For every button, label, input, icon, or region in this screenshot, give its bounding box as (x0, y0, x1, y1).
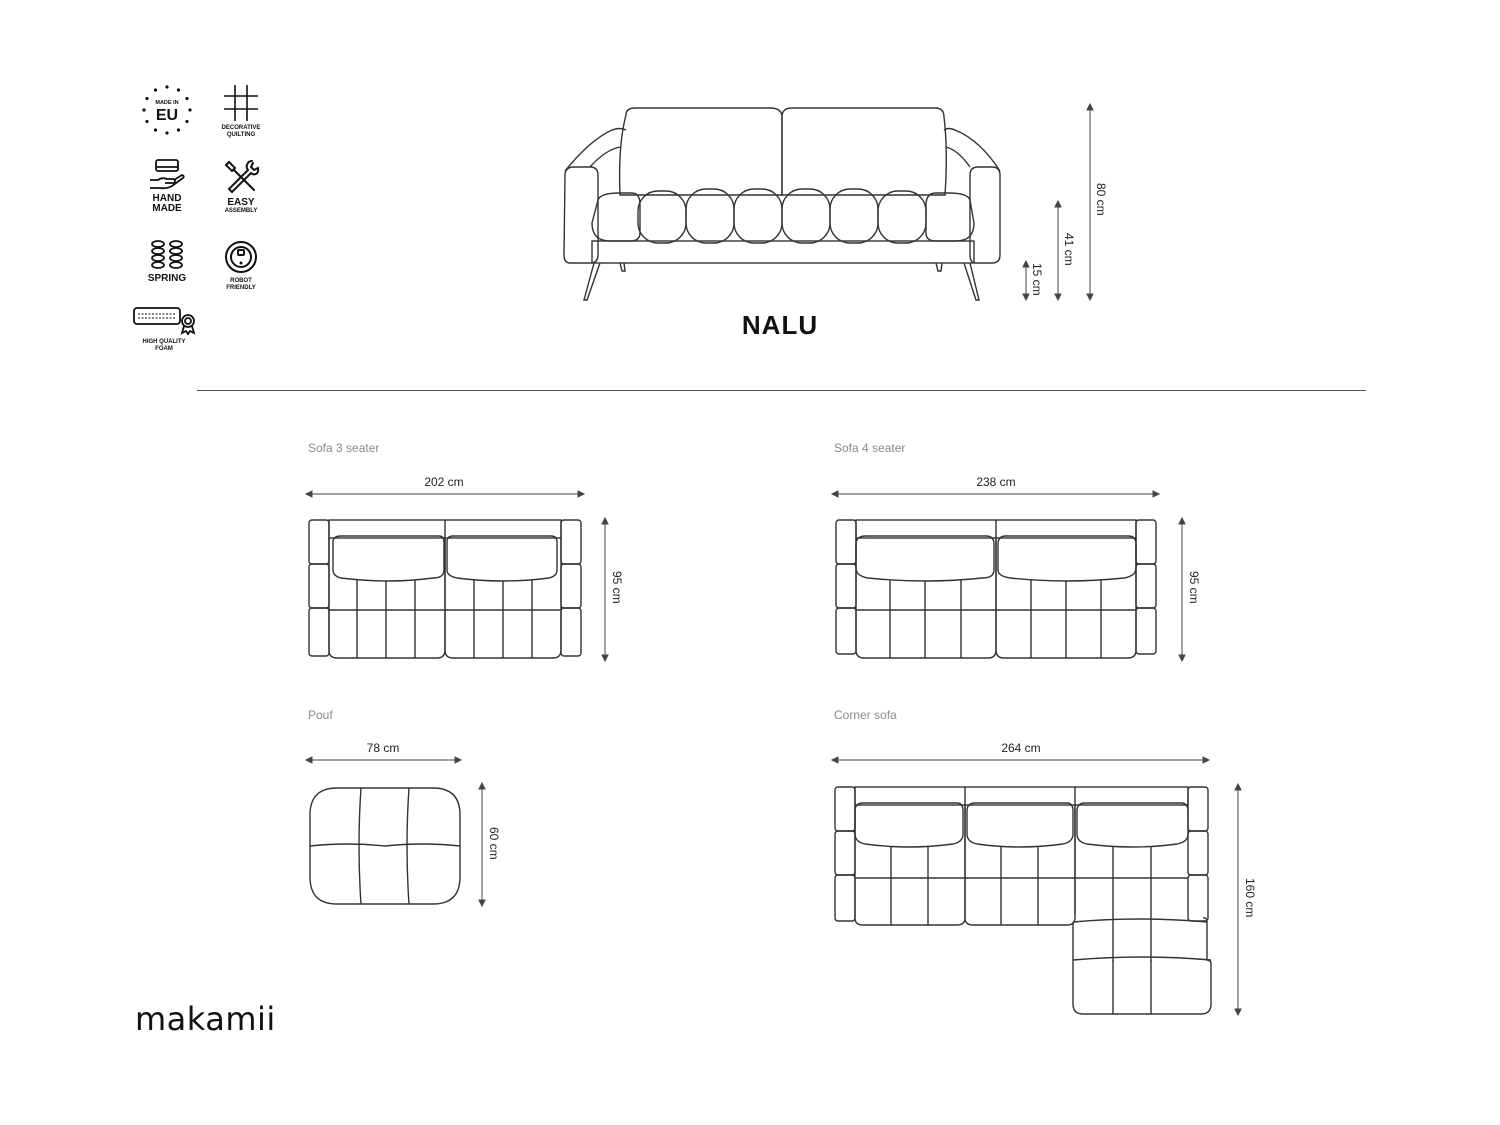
quilting-grid-icon (224, 85, 258, 121)
corner-depth-line (1234, 782, 1242, 1017)
seat-cushion-left (591, 192, 641, 242)
leg-back-right (935, 262, 943, 272)
foam-label: HIGH QUALITY FOAM (142, 339, 186, 352)
spring-badge: SPRING (140, 240, 194, 284)
high-quality-foam-badge: HIGH QUALITY FOAM (132, 305, 196, 353)
eu-stars-icon: MADE IN EU (142, 85, 192, 135)
section-divider (197, 390, 1366, 391)
corner-depth-label: 160 cm (1243, 878, 1257, 918)
pouf-width-label: 78 cm (366, 741, 400, 755)
made-in-eu-badge: MADE IN EU (140, 83, 194, 137)
pouf-label: Pouf (308, 708, 333, 722)
leg-back-left (619, 262, 626, 272)
assembly-label: ASSEMBLY (224, 208, 258, 214)
height-legs-label: 15 cm (1030, 263, 1044, 296)
robot-friendly-label: ROBOT FRIENDLY (226, 278, 256, 291)
easy-label: EASY (227, 197, 255, 208)
arm-left (563, 166, 599, 264)
arm-right (969, 166, 1001, 264)
arm-right-back (943, 127, 1001, 172)
pouf-top-view-drawing (309, 787, 461, 905)
leg-front-right (963, 262, 980, 301)
pouf-depth-label: 60 cm (487, 827, 501, 860)
sofa4-label: Sofa 4 seater (834, 441, 906, 455)
seat-cushion-1 (637, 190, 687, 244)
sofa4-width-line (830, 490, 1161, 498)
pouf-depth-line (478, 781, 486, 908)
foam-block-icon (133, 307, 196, 336)
robot-vacuum-icon (225, 241, 257, 273)
seat-cushion-5 (829, 188, 879, 244)
spring-coils-icon (151, 240, 183, 269)
leg-front-left (583, 262, 601, 301)
easy-assembly-badge: EASY ASSEMBLY (214, 158, 268, 215)
seat-cushion-3 (733, 188, 783, 244)
sofa3-depth-label: 95 cm (610, 571, 624, 604)
corner-width-label: 264 cm (1001, 741, 1041, 755)
hand-made-label: HAND MADE (152, 193, 182, 214)
product-title: NALU (741, 310, 819, 340)
height-dimension-lines (1022, 102, 1094, 302)
corner-label: Corner sofa (834, 708, 897, 722)
seat-cushion-right (925, 192, 975, 242)
quilting-label: DECORATIVE QUILTING (221, 125, 261, 138)
back-cushion-left (618, 107, 783, 196)
sofa4-depth-label: 95 cm (1187, 571, 1201, 604)
sofa3-top-view-drawing (308, 519, 582, 659)
sofa-base (591, 240, 975, 264)
sofa4-depth-line (1178, 516, 1186, 663)
sofa4-width-label: 238 cm (976, 475, 1016, 489)
seat-cushion-6 (877, 190, 927, 244)
seat-cushion-2 (685, 188, 735, 244)
eu-text: EU (156, 107, 178, 124)
sofa-front-view-drawing (563, 107, 1001, 301)
sofa3-width-label: 202 cm (424, 475, 464, 489)
corner-width-line (830, 756, 1211, 764)
makamii-logo: makamii (135, 1000, 276, 1038)
hand-made-badge: HAND MADE (140, 158, 194, 214)
spring-label: SPRING (147, 273, 187, 284)
sofa4-top-view-drawing (835, 519, 1157, 659)
sofa3-depth-line (601, 516, 609, 663)
height-seat-label: 41 cm (1062, 233, 1076, 266)
pouf-width-line (304, 756, 463, 764)
tools-icon (224, 160, 260, 194)
back-cushion-right (781, 107, 947, 196)
hand-sofa-icon (150, 159, 185, 190)
robot-friendly-badge: ROBOT FRIENDLY (214, 240, 268, 292)
decorative-quilting-badge: DECORATIVE QUILTING (214, 85, 268, 139)
made-in-text: MADE IN (155, 100, 178, 106)
height-total-label: 80 cm (1094, 183, 1108, 216)
arm-left-back (564, 127, 627, 172)
sofa3-width-line (304, 490, 586, 498)
sofa3-label: Sofa 3 seater (308, 441, 380, 455)
corner-sofa-top-view-drawing (834, 786, 1212, 1015)
seat-cushion-4 (781, 188, 831, 244)
